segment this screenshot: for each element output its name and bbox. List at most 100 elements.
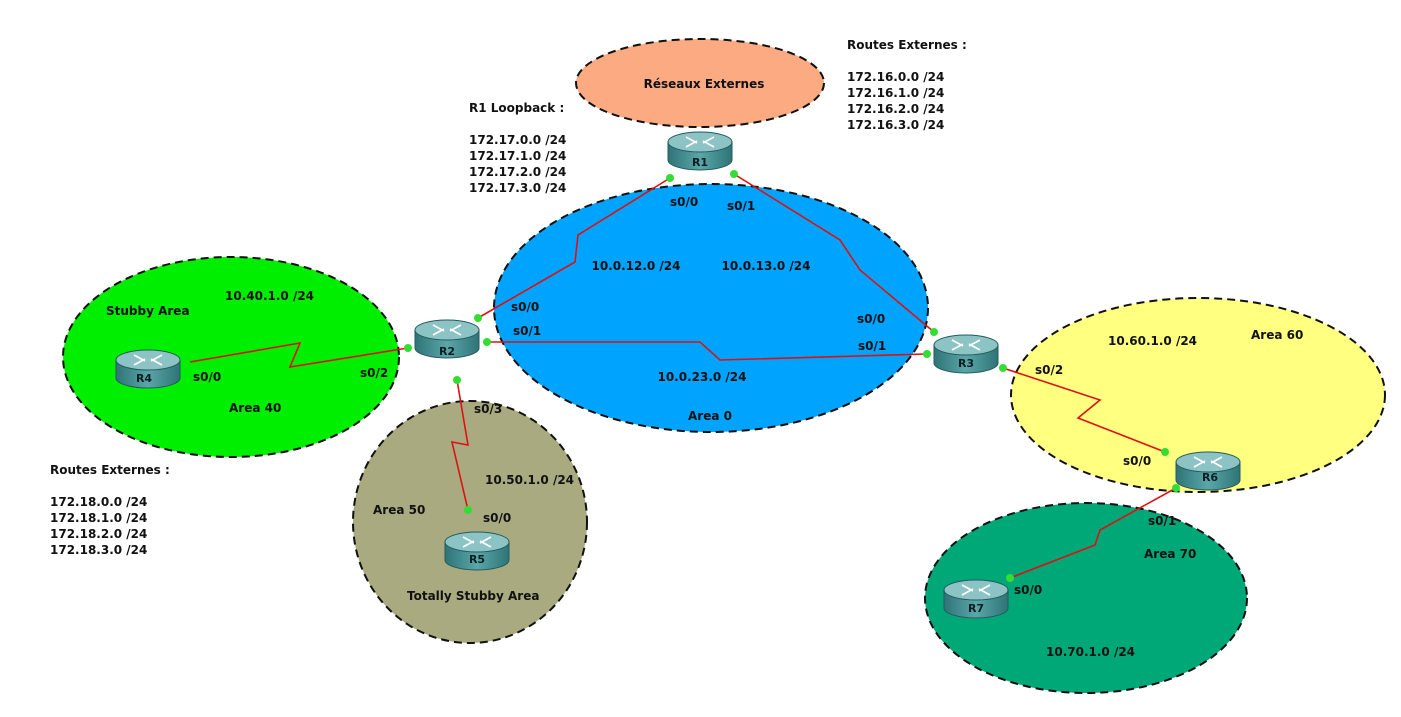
router-r3[interactable]: R3 <box>933 334 999 374</box>
router-r7[interactable]: R7 <box>943 579 1009 619</box>
router-label: R4 <box>136 372 152 385</box>
port-r2-s0-3[interactable] <box>453 376 461 384</box>
router-arrows-icon <box>462 536 492 548</box>
port-r1-s0-0[interactable] <box>666 174 674 182</box>
area-50-label: Area 50 <box>373 503 425 517</box>
router-label: R1 <box>692 156 708 169</box>
note-line: 172.18.0.0 /24 <box>50 495 148 509</box>
note-line: 172.17.1.0 /24 <box>469 149 567 163</box>
interface-label-layer: s0/0 s0/1 s0/0 s0/1 s0/2 s0/3 s0/0 s0/1 … <box>193 195 1176 597</box>
subnet-r1-r3: 10.0.13.0 /24 <box>721 259 810 273</box>
area-70 <box>924 502 1248 694</box>
iface-r2-s0-3: s0/3 <box>474 402 502 416</box>
port-r2-s0-0[interactable] <box>474 314 482 322</box>
note-r1-loopback: R1 Loopback : 172.17.0.0 /24 172.17.1.0 … <box>469 100 566 196</box>
note-line: 172.18.1.0 /24 <box>50 511 148 525</box>
iface-r6-s0-0: s0/0 <box>1123 454 1151 468</box>
router-r5[interactable]: R5 <box>444 531 510 571</box>
iface-r7-s0-0: s0/0 <box>1014 583 1042 597</box>
note-title: Routes Externes : <box>50 463 170 477</box>
area-0 <box>493 183 929 433</box>
note-line: 172.16.2.0 /24 <box>847 102 945 116</box>
router-arrows-icon <box>685 136 715 148</box>
iface-r6-s0-1: s0/1 <box>1148 514 1176 528</box>
note-line: 172.16.3.0 /24 <box>847 118 945 132</box>
router-arrows-icon <box>951 339 981 351</box>
note-external-routes-top: Routes Externes : 172.16.0.0 /24 172.16.… <box>847 37 967 133</box>
note-line: 172.16.1.0 /24 <box>847 86 945 100</box>
area-50 <box>352 400 588 644</box>
iface-r2-s0-2: s0/2 <box>360 366 388 380</box>
port-r3-s0-2[interactable] <box>999 364 1007 372</box>
port-r2-s0-1[interactable] <box>483 338 491 346</box>
iface-r2-s0-0: s0/0 <box>511 300 539 314</box>
area-60-label: Area 60 <box>1251 328 1303 342</box>
link-r3-r6 <box>1002 367 1166 453</box>
iface-r1-s0-0: s0/0 <box>670 195 698 209</box>
iface-r3-s0-2: s0/2 <box>1035 363 1063 377</box>
area-external <box>575 38 825 128</box>
router-r2[interactable]: R2 <box>414 319 480 359</box>
router-arrows-icon <box>961 584 991 596</box>
area-70-label: Area 70 <box>1144 547 1196 561</box>
router-label: R5 <box>469 553 485 566</box>
router-arrows-icon <box>432 324 462 336</box>
subnet-r2-r3: 10.0.23.0 /24 <box>657 370 746 384</box>
port-r6-s0-0[interactable] <box>1161 448 1169 456</box>
port-r6-s0-1[interactable] <box>1172 484 1180 492</box>
link-layer <box>189 173 1177 579</box>
note-title: R1 Loopback : <box>469 101 565 115</box>
note-external-routes-left: Routes Externes : 172.18.0.0 /24 172.18.… <box>50 462 170 558</box>
router-r6[interactable]: R6 <box>1175 451 1241 491</box>
area-60-subnet: 10.60.1.0 /24 <box>1108 334 1197 348</box>
link-r6-r7 <box>1009 487 1177 579</box>
area-40-type-label: Stubby Area <box>106 304 190 318</box>
router-label: R3 <box>958 357 974 370</box>
router-r4[interactable]: R4 <box>115 349 181 389</box>
note-line: 172.18.2.0 /24 <box>50 527 148 541</box>
port-layer <box>404 170 1180 582</box>
port-r2-s0-2[interactable] <box>404 344 412 352</box>
area-0-label: Area 0 <box>688 409 732 423</box>
router-label: R6 <box>1202 471 1218 484</box>
area-50-subnet: 10.50.1.0 /24 <box>485 473 574 487</box>
subnet-r1-r2: 10.0.12.0 /24 <box>591 259 680 273</box>
area-50-type-label: Totally Stubby Area <box>407 589 539 603</box>
label-layer: Réseaux Externes Area 0 10.0.12.0 /24 10… <box>106 77 1303 659</box>
iface-r5-s0-0: s0/0 <box>483 511 511 525</box>
area-70-subnet: 10.70.1.0 /24 <box>1046 645 1135 659</box>
link-r2-r3 <box>487 341 928 361</box>
area-60 <box>1010 297 1386 493</box>
port-r1-s0-1[interactable] <box>730 170 738 178</box>
area-layer <box>62 38 1386 694</box>
iface-r4-s0-0: s0/0 <box>193 370 221 384</box>
port-r3-s0-0[interactable] <box>930 328 938 336</box>
area-external-label: Réseaux Externes <box>644 77 765 91</box>
router-label: R7 <box>968 602 984 615</box>
area-40 <box>62 256 400 458</box>
router-arrows-icon <box>1193 456 1223 468</box>
link-r1-r3 <box>733 173 935 333</box>
iface-r2-s0-1: s0/1 <box>513 324 541 338</box>
note-line: 172.18.3.0 /24 <box>50 543 148 557</box>
port-r3-s0-1[interactable] <box>923 350 931 358</box>
note-line: 172.17.0.0 /24 <box>469 133 567 147</box>
note-line: 172.16.0.0 /24 <box>847 70 945 84</box>
port-r5-s0-0[interactable] <box>464 506 472 514</box>
link-r2-r5 <box>450 379 469 511</box>
iface-r3-s0-1: s0/1 <box>858 339 886 353</box>
note-line: 172.17.2.0 /24 <box>469 165 567 179</box>
area-40-subnet: 10.40.1.0 /24 <box>225 289 314 303</box>
note-title: Routes Externes : <box>847 38 967 52</box>
note-line: 172.17.3.0 /24 <box>469 181 567 195</box>
link-r2-r4 <box>189 341 409 369</box>
router-r1[interactable]: R1 <box>667 131 733 171</box>
iface-r1-s0-1: s0/1 <box>727 199 755 213</box>
area-40-label: Area 40 <box>229 401 281 415</box>
port-r7-s0-0[interactable] <box>1006 574 1014 582</box>
link-r1-r2 <box>477 177 671 319</box>
iface-r3-s0-0: s0/0 <box>857 312 885 326</box>
router-label: R2 <box>439 345 455 358</box>
router-arrows-icon <box>133 354 163 366</box>
